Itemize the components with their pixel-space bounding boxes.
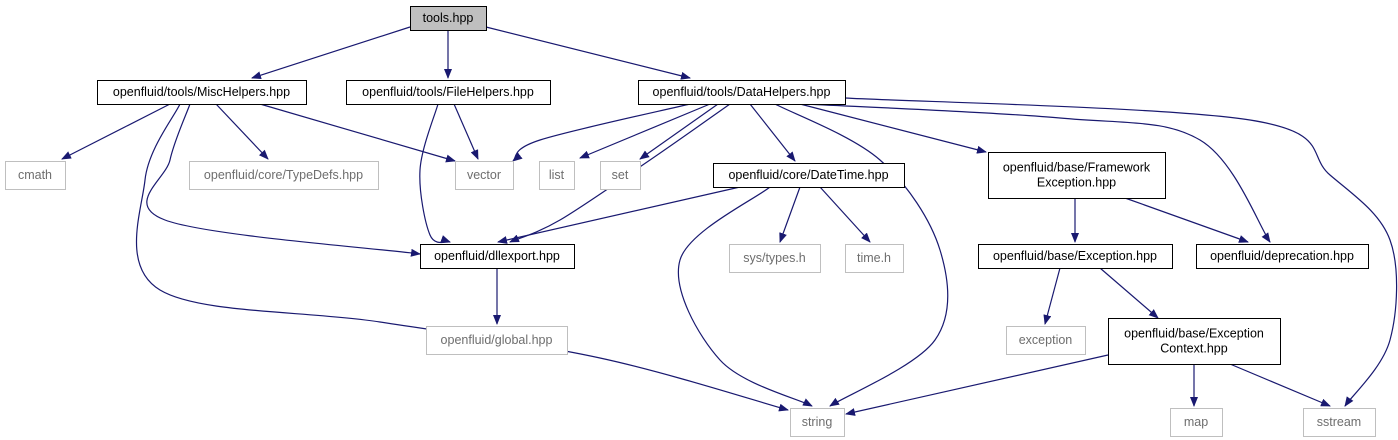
node-box [713, 163, 905, 188]
edge-data-helpers-to-set [639, 103, 719, 160]
node-box [1006, 326, 1086, 355]
node-label: openfluid/core/TypeDefs.hpp [204, 168, 363, 182]
node-box [1170, 408, 1223, 437]
node-box [410, 6, 487, 31]
edge-base-exception-to-exception [1043, 267, 1061, 325]
edge-data-helpers-to-vector [512, 103, 691, 162]
node-box [1303, 408, 1376, 437]
edge-datetime-to-time-h [819, 186, 871, 243]
node-label: openfluid/tools/DataHelpers.hpp [653, 85, 831, 99]
edge-datetime-to-string [677, 186, 813, 407]
node-label: openfluid/base/Framework [1003, 161, 1151, 175]
edge-exception-context-to-sstream [1229, 363, 1331, 407]
node-map: map [1170, 408, 1223, 437]
node-label: openfluid/tools/FileHelpers.hpp [362, 85, 534, 99]
node-list: list [539, 161, 575, 190]
edge-framework-exception-to-deprecation [1124, 197, 1249, 243]
node-misc-helpers[interactable]: openfluid/tools/MiscHelpers.hpp [97, 80, 307, 105]
edge-exception-context-to-string [845, 354, 1109, 416]
node-box [729, 244, 821, 273]
node-box [638, 80, 846, 105]
node-sstream: sstream [1303, 408, 1376, 437]
node-box [539, 161, 575, 190]
node-box [426, 326, 568, 355]
node-label: sstream [1317, 415, 1361, 429]
node-label: set [612, 168, 629, 182]
node-exception: exception [1006, 326, 1086, 355]
node-box [600, 161, 641, 190]
edge-misc-helpers-to-cmath [61, 103, 171, 160]
edge-data-helpers-to-sstream [844, 97, 1398, 407]
edge-misc-helpers-to-vector [259, 103, 456, 163]
edge-misc-helpers-to-string [135, 103, 789, 412]
node-box [455, 161, 514, 190]
edge-misc-helpers-to-typedefs [215, 103, 269, 160]
edge-data-helpers-to-list [579, 103, 711, 159]
node-box [1108, 318, 1281, 365]
node-box [97, 80, 307, 105]
nodes-layer: tools.hpp openfluid/tools/MiscHelpers.hpp… [5, 6, 1376, 437]
edge-tools-hpp-to-data-helpers [485, 26, 691, 80]
node-base-exception[interactable]: openfluid/base/Exception.hpp [978, 244, 1173, 269]
node-label: sys/types.h [743, 251, 806, 265]
node-box [189, 161, 379, 190]
node-label: openfluid/dllexport.hpp [434, 249, 560, 263]
node-box [1196, 244, 1369, 269]
node-label: time.h [857, 251, 891, 265]
edge-file-helpers-to-dllexport [419, 103, 451, 244]
edge-datetime-to-dllexport [497, 186, 741, 244]
edge-file-helpers-to-vector [453, 103, 479, 160]
node-data-helpers[interactable]: openfluid/tools/DataHelpers.hpp [638, 80, 846, 105]
node-box [790, 408, 845, 437]
edge-data-helpers-to-framework-exception [799, 103, 987, 154]
node-global: openfluid/global.hpp [426, 326, 568, 355]
node-label: openfluid/core/DateTime.hpp [728, 168, 888, 182]
node-label: map [1184, 415, 1208, 429]
node-set: set [600, 161, 641, 190]
node-file-helpers[interactable]: openfluid/tools/FileHelpers.hpp [346, 80, 551, 105]
node-dllexport[interactable]: openfluid/dllexport.hpp [420, 244, 575, 269]
node-label: string [802, 415, 833, 429]
node-label: openfluid/global.hpp [441, 333, 553, 347]
node-label: cmath [18, 168, 52, 182]
node-label: openfluid/deprecation.hpp [1210, 249, 1354, 263]
node-tools-hpp[interactable]: tools.hpp [410, 6, 487, 31]
node-box [5, 161, 66, 190]
node-vector: vector [455, 161, 514, 190]
edge-base-exception-to-exception-context [1099, 267, 1159, 319]
node-box [845, 244, 904, 273]
node-label: openfluid/tools/MiscHelpers.hpp [113, 85, 290, 99]
node-time-h: time.h [845, 244, 904, 273]
edge-misc-helpers-to-dllexport [146, 103, 421, 257]
edge-data-helpers-to-datetime [749, 103, 796, 162]
node-label: tools.hpp [423, 11, 474, 25]
node-datetime[interactable]: openfluid/core/DateTime.hpp [713, 163, 905, 188]
node-box [978, 244, 1173, 269]
node-box [988, 152, 1166, 199]
node-typedefs: openfluid/core/TypeDefs.hpp [189, 161, 379, 190]
edge-data-helpers-to-string [774, 103, 949, 407]
node-label: openfluid/base/Exception.hpp [993, 249, 1157, 263]
edge-tools-hpp-to-misc-helpers [251, 26, 411, 80]
edge-data-helpers-to-deprecation [804, 103, 1271, 243]
node-label: Exception.hpp [1037, 176, 1116, 190]
node-cmath: cmath [5, 161, 66, 190]
node-box [346, 80, 551, 105]
node-label: exception [1019, 333, 1073, 347]
edges-layer [61, 26, 1398, 416]
node-box [420, 244, 575, 269]
node-string: string [790, 408, 845, 437]
edge-datetime-to-sys-types [779, 186, 801, 243]
node-sys-types: sys/types.h [729, 244, 821, 273]
node-label: vector [467, 168, 501, 182]
node-label: openfluid/base/Exception [1124, 327, 1264, 341]
node-label: Context.hpp [1160, 342, 1227, 356]
node-label: list [549, 168, 565, 182]
node-deprecation[interactable]: openfluid/deprecation.hpp [1196, 244, 1369, 269]
